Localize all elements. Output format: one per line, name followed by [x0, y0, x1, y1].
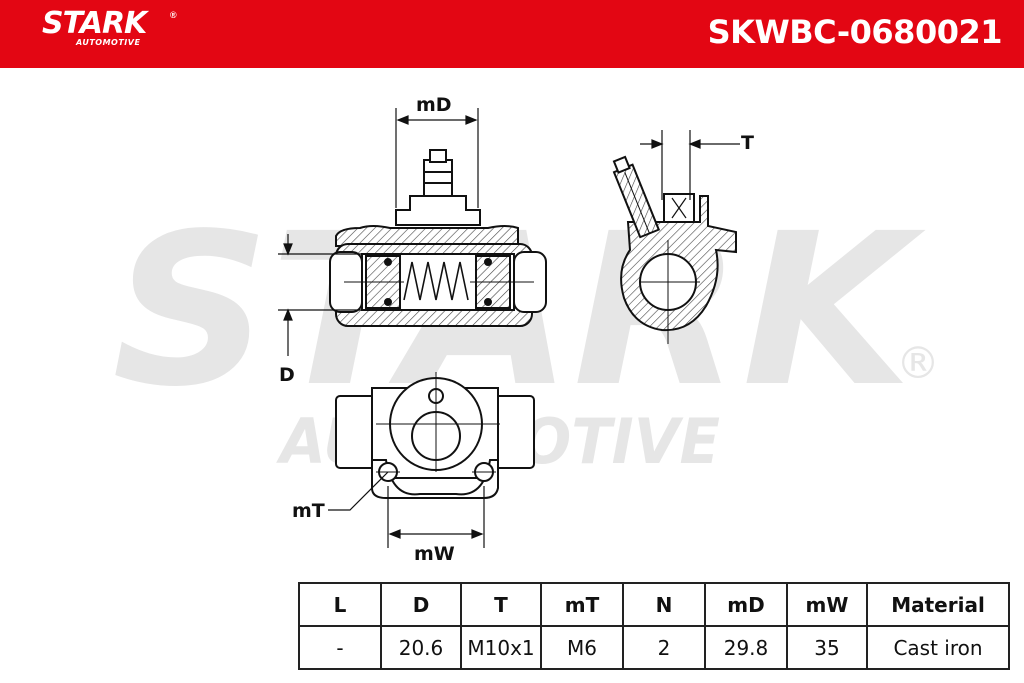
header-bar: STARK ® AUTOMOTIVE SKWBC-0680021: [0, 0, 1024, 68]
watermark-registered-mark: ®: [896, 338, 940, 389]
spec-value-row: - 20.6 M10x1 M6 2 29.8 35 Cast iron: [298, 625, 1010, 670]
spec-header-cell: mW: [786, 582, 868, 627]
mt-leader: [328, 471, 389, 511]
spec-value-cell: 35: [786, 625, 868, 670]
spec-value-cell: 29.8: [704, 625, 788, 670]
part-number: SKWBC-0680021: [707, 13, 1003, 51]
md-label: mD: [416, 94, 452, 116]
d-dimension: [278, 234, 362, 356]
t-label: T: [741, 132, 754, 154]
logo-text: STARK: [42, 6, 147, 41]
spec-header-cell: mD: [704, 582, 788, 627]
cylinder-front-view: [335, 372, 535, 499]
logo-subtext: AUTOMOTIVE: [76, 38, 141, 47]
spec-header-row: L D T mT N mD mW Material: [298, 582, 1010, 627]
spec-value-cell: Cast iron: [866, 625, 1010, 670]
spec-value-cell: M10x1: [460, 625, 542, 670]
mw-dimension: [387, 486, 485, 548]
mt-label: mT: [292, 500, 325, 522]
mw-label: mW: [414, 543, 455, 565]
logo-registered-mark: ®: [170, 10, 177, 20]
cylinder-side-view: [612, 155, 737, 344]
spec-header-cell: Material: [866, 582, 1010, 627]
stark-logo: STARK ® AUTOMOTIVE: [42, 6, 177, 48]
spec-value-cell: 20.6: [380, 625, 462, 670]
cylinder-section-view: [329, 149, 547, 327]
t-dimension: [640, 130, 740, 200]
spec-header-cell: N: [622, 582, 706, 627]
d-label: D: [279, 364, 295, 386]
spec-header-cell: L: [298, 582, 382, 627]
spec-value-cell: -: [298, 625, 382, 670]
spec-value-cell: 2: [622, 625, 706, 670]
md-dimension: [395, 108, 479, 208]
spec-table: L D T mT N mD mW Material - 20.6 M10x1 M…: [298, 582, 1010, 670]
spec-header-cell: D: [380, 582, 462, 627]
spec-header-cell: mT: [540, 582, 624, 627]
spec-header-cell: T: [460, 582, 542, 627]
spec-value-cell: M6: [540, 625, 624, 670]
technical-drawing: [278, 108, 740, 548]
